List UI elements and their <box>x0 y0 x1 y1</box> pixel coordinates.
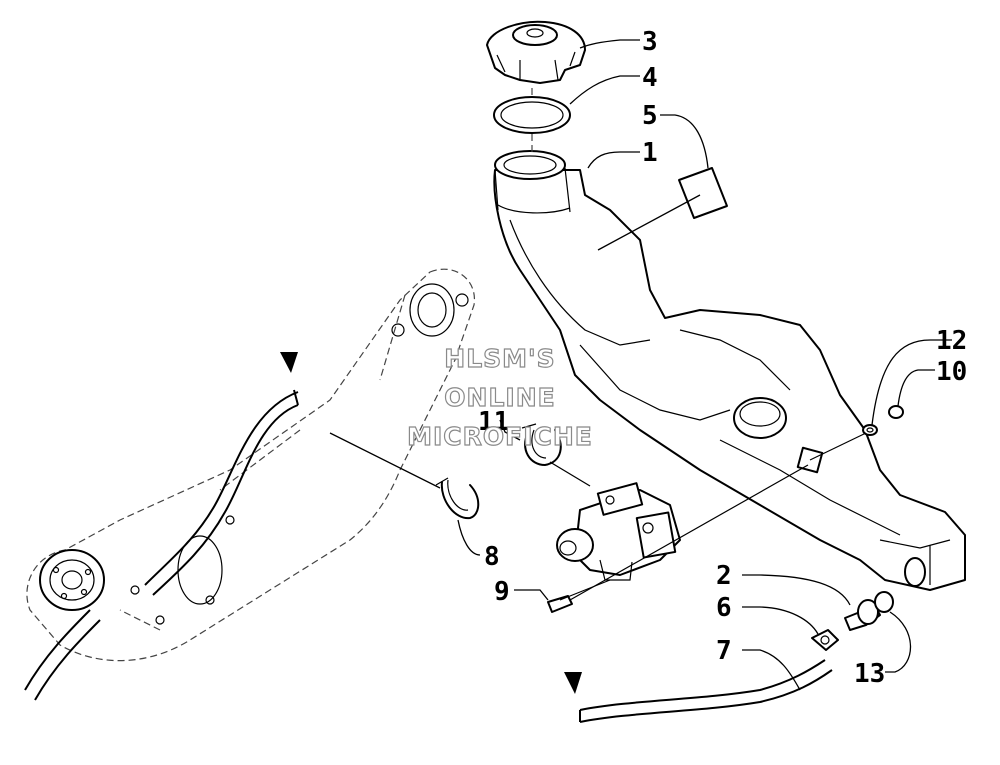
callout-9: 9 <box>494 577 510 607</box>
o-ring-13 <box>874 591 894 613</box>
leader-lines <box>329 39 952 691</box>
callout-5: 5 <box>642 101 658 131</box>
left-pulley <box>39 549 105 611</box>
clamp-6 <box>811 629 839 651</box>
washer-axis <box>809 432 867 461</box>
hose-arrow-bottom <box>564 672 582 694</box>
decal <box>678 167 728 219</box>
callout-1: 1 <box>642 138 658 168</box>
watermark-line-3: MICROFICHE <box>407 422 593 451</box>
callout-6: 6 <box>716 593 732 623</box>
watermark-line-2: ONLINE <box>444 383 555 412</box>
hose-clamp-11 <box>521 423 562 466</box>
callout-numbers: 1 2 3 4 5 6 7 8 9 10 11 12 13 <box>478 27 967 689</box>
screw-9-axis <box>569 464 809 601</box>
o-ring <box>493 96 571 134</box>
callout-13: 13 <box>854 659 885 689</box>
watermark-line-1: HLSM'S <box>444 344 555 373</box>
fuel-cap <box>486 20 586 84</box>
frame-bracket <box>26 268 476 662</box>
fitting-2 <box>844 599 881 631</box>
callout-7: 7 <box>716 636 732 666</box>
fuel-hose-7 <box>579 659 833 723</box>
callout-3: 3 <box>642 27 658 57</box>
callout-12: 12 <box>936 326 967 356</box>
washer-12 <box>862 424 878 436</box>
callout-11: 11 <box>478 407 509 437</box>
left-hose <box>24 389 299 701</box>
screw-9 <box>547 579 611 613</box>
callout-4: 4 <box>642 63 658 93</box>
fuel-tank <box>493 150 966 591</box>
callout-2: 2 <box>716 561 732 591</box>
hose-arrow-left <box>280 352 298 373</box>
watermark: HLSM'S ONLINE MICROFICHE <box>407 343 593 451</box>
fuel-valve <box>556 482 681 581</box>
nut-10 <box>888 405 904 419</box>
hose-clamp-8 <box>435 477 480 520</box>
callout-10: 10 <box>936 357 967 387</box>
callout-8: 8 <box>484 542 500 572</box>
